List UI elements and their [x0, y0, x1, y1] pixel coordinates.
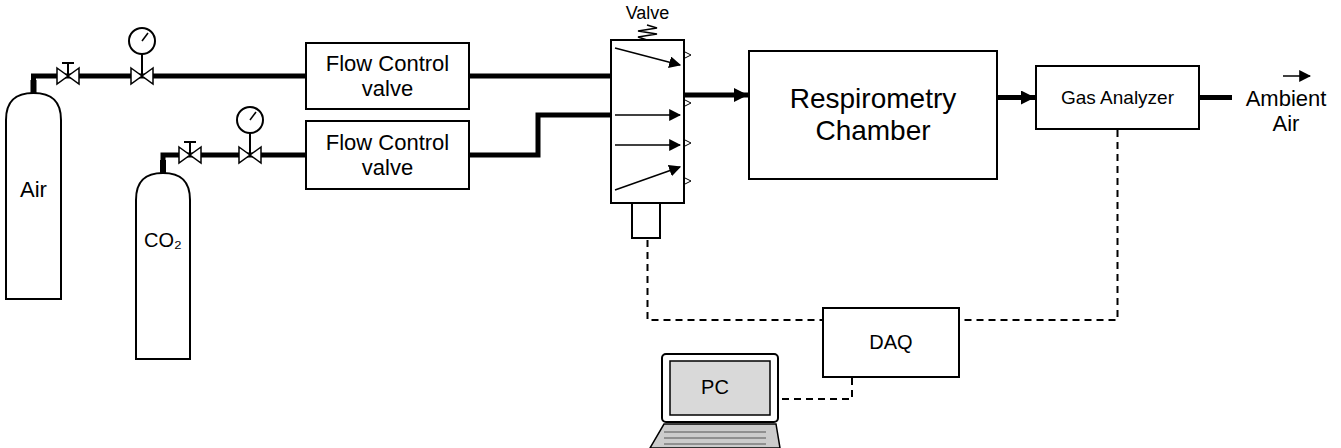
flow-path-arrow	[615, 48, 680, 65]
gas-line	[470, 115, 610, 155]
exhaust-port	[685, 178, 691, 184]
shutoff-valve	[57, 63, 79, 84]
exhaust-port	[685, 140, 691, 146]
node-label: Air	[20, 177, 47, 202]
flow-direction-arrow	[1283, 75, 1310, 77]
outlet-label: Ambient Air	[1236, 86, 1336, 137]
node-label: DAQ	[863, 331, 918, 354]
flow-path-arrow	[615, 144, 680, 146]
cylinder-neck	[160, 160, 166, 174]
node-label: Flow Control valve	[307, 51, 468, 102]
gas-line	[470, 74, 610, 79]
gas-line	[685, 93, 748, 98]
node-label: Gas Analyzer	[1055, 87, 1180, 109]
signal-line	[780, 378, 852, 399]
gas-cylinder: Air	[5, 80, 62, 300]
gas-line	[998, 95, 1035, 100]
cylinder-body	[6, 93, 61, 299]
laptop-base	[650, 424, 780, 448]
gas-cylinder-outline	[135, 160, 191, 360]
laptop-computer: PC	[650, 352, 780, 448]
process-box: Flow Control valve	[305, 120, 470, 190]
flow-path-arrow	[615, 114, 680, 116]
keyboard-row	[664, 432, 766, 433]
process-box: DAQ	[822, 307, 960, 378]
laptop-screen	[670, 361, 770, 415]
return-spring	[638, 25, 657, 40]
exhaust-port	[685, 100, 691, 106]
process-box: Gas Analyzer	[1035, 65, 1200, 130]
shutoff-valve	[179, 142, 201, 163]
solenoid-valve: Valve	[610, 3, 685, 240]
exhaust-line	[1200, 95, 1232, 100]
solenoid-valve-outline	[610, 3, 685, 240]
regulator-valve	[129, 28, 155, 84]
cylinder-body	[136, 173, 190, 359]
gas-cylinder: CO₂	[135, 160, 191, 360]
laptop-computer-outline	[650, 352, 780, 448]
node-label: Respirometry Chamber	[750, 83, 996, 147]
process-box: Respirometry Chamber	[748, 50, 998, 180]
valve-body	[611, 40, 684, 203]
flow-path-arrow	[615, 167, 680, 190]
cylinder-neck	[31, 80, 37, 94]
node-label: CO₂	[144, 229, 182, 252]
solenoid-coil	[632, 203, 660, 238]
regulator-valve	[237, 107, 263, 163]
node-label: PC	[701, 376, 729, 399]
node-label: Valve	[626, 3, 670, 24]
keyboard-row	[664, 438, 766, 439]
process-box: Flow Control valve	[305, 42, 470, 110]
keyboard-row	[664, 444, 766, 445]
laptop-lid	[662, 354, 778, 422]
signal-line	[648, 240, 823, 320]
exhaust-port	[685, 52, 691, 58]
node-label: Flow Control valve	[307, 130, 468, 181]
